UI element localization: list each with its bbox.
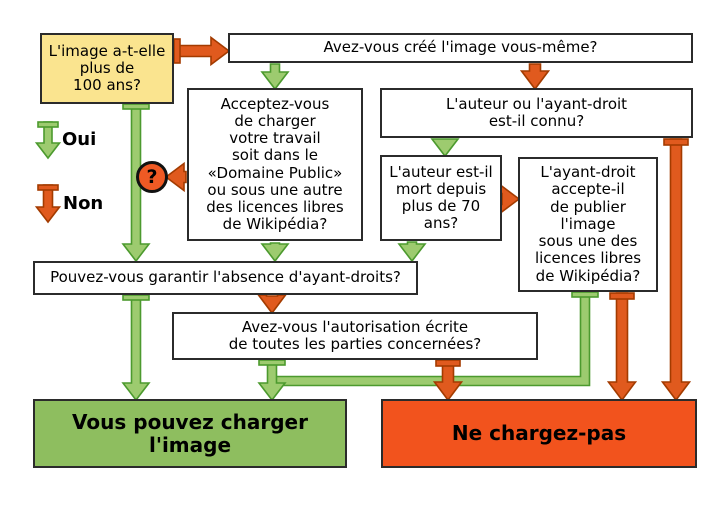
legend-oui-label: Oui bbox=[62, 129, 97, 150]
arrow-non-age-to-self-tail bbox=[173, 38, 181, 64]
node-rights-holder-accepts: L'ayant-droit accepte-il de publier l'im… bbox=[518, 157, 658, 292]
legend-non-label: Non bbox=[63, 193, 104, 214]
arrow-oui-accept-to-garantir bbox=[260, 242, 290, 263]
arrow-non-connu-to-no bbox=[660, 138, 692, 402]
node-author-dead-70-years: L'auteur est-il mort depuis plus de 70 a… bbox=[380, 155, 502, 241]
arrow-non-age-to-self bbox=[173, 35, 231, 67]
arrow-oui-self-to-accept bbox=[260, 63, 290, 91]
arrow-non-ayant-to-no-tail bbox=[609, 292, 635, 300]
node-author-known: L'auteur ou l'ayant-droit est-il connu? bbox=[380, 88, 693, 138]
arrow-oui-garantir-to-ok bbox=[121, 294, 151, 402]
arrow-non-accept-to-question bbox=[164, 161, 187, 193]
node-written-authorization: Avez-vous l'autorisation écrite de toute… bbox=[172, 312, 538, 360]
question-mark-badge: ? bbox=[136, 161, 168, 193]
result-upload-allowed: Vous pouvez charger l'image bbox=[33, 399, 347, 468]
legend-non-arrow-tail bbox=[37, 184, 59, 191]
arrow-oui-age-to-garantir-tail bbox=[122, 103, 150, 110]
arrow-non-garantir-to-autorisation bbox=[256, 294, 288, 315]
node-created-image-yourself: Avez-vous créé l'image vous-même? bbox=[228, 33, 693, 63]
legend-oui-arrow-tail bbox=[37, 121, 59, 128]
arrow-non-ayant-to-no bbox=[606, 292, 638, 402]
arrow-oui-garantir-to-ok-tail bbox=[122, 294, 150, 301]
arrow-non-self-to-connu bbox=[519, 63, 551, 91]
arrow-oui-ayant-elbow-tail bbox=[571, 291, 599, 298]
arrow-oui-connu-to-mort bbox=[430, 138, 460, 158]
arrow-non-autorisation-to-no-tail bbox=[435, 359, 461, 367]
arrow-oui-mort-to-garantir bbox=[397, 241, 427, 263]
arrow-non-mort-to-ayant bbox=[500, 183, 521, 215]
node-accept-free-license: Acceptez-vous de charger votre travail s… bbox=[187, 88, 363, 241]
arrow-oui-autorisation-to-ok-tail bbox=[258, 359, 286, 366]
result-upload-forbidden: Ne chargez-pas bbox=[381, 399, 697, 468]
node-guarantee-no-rights-holder: Pouvez-vous garantir l'absence d'ayant-d… bbox=[33, 261, 418, 295]
arrow-non-connu-to-no-tail bbox=[663, 138, 689, 146]
node-image-older-100-years: L'image a-t-elle plus de 100 ans? bbox=[40, 33, 174, 104]
